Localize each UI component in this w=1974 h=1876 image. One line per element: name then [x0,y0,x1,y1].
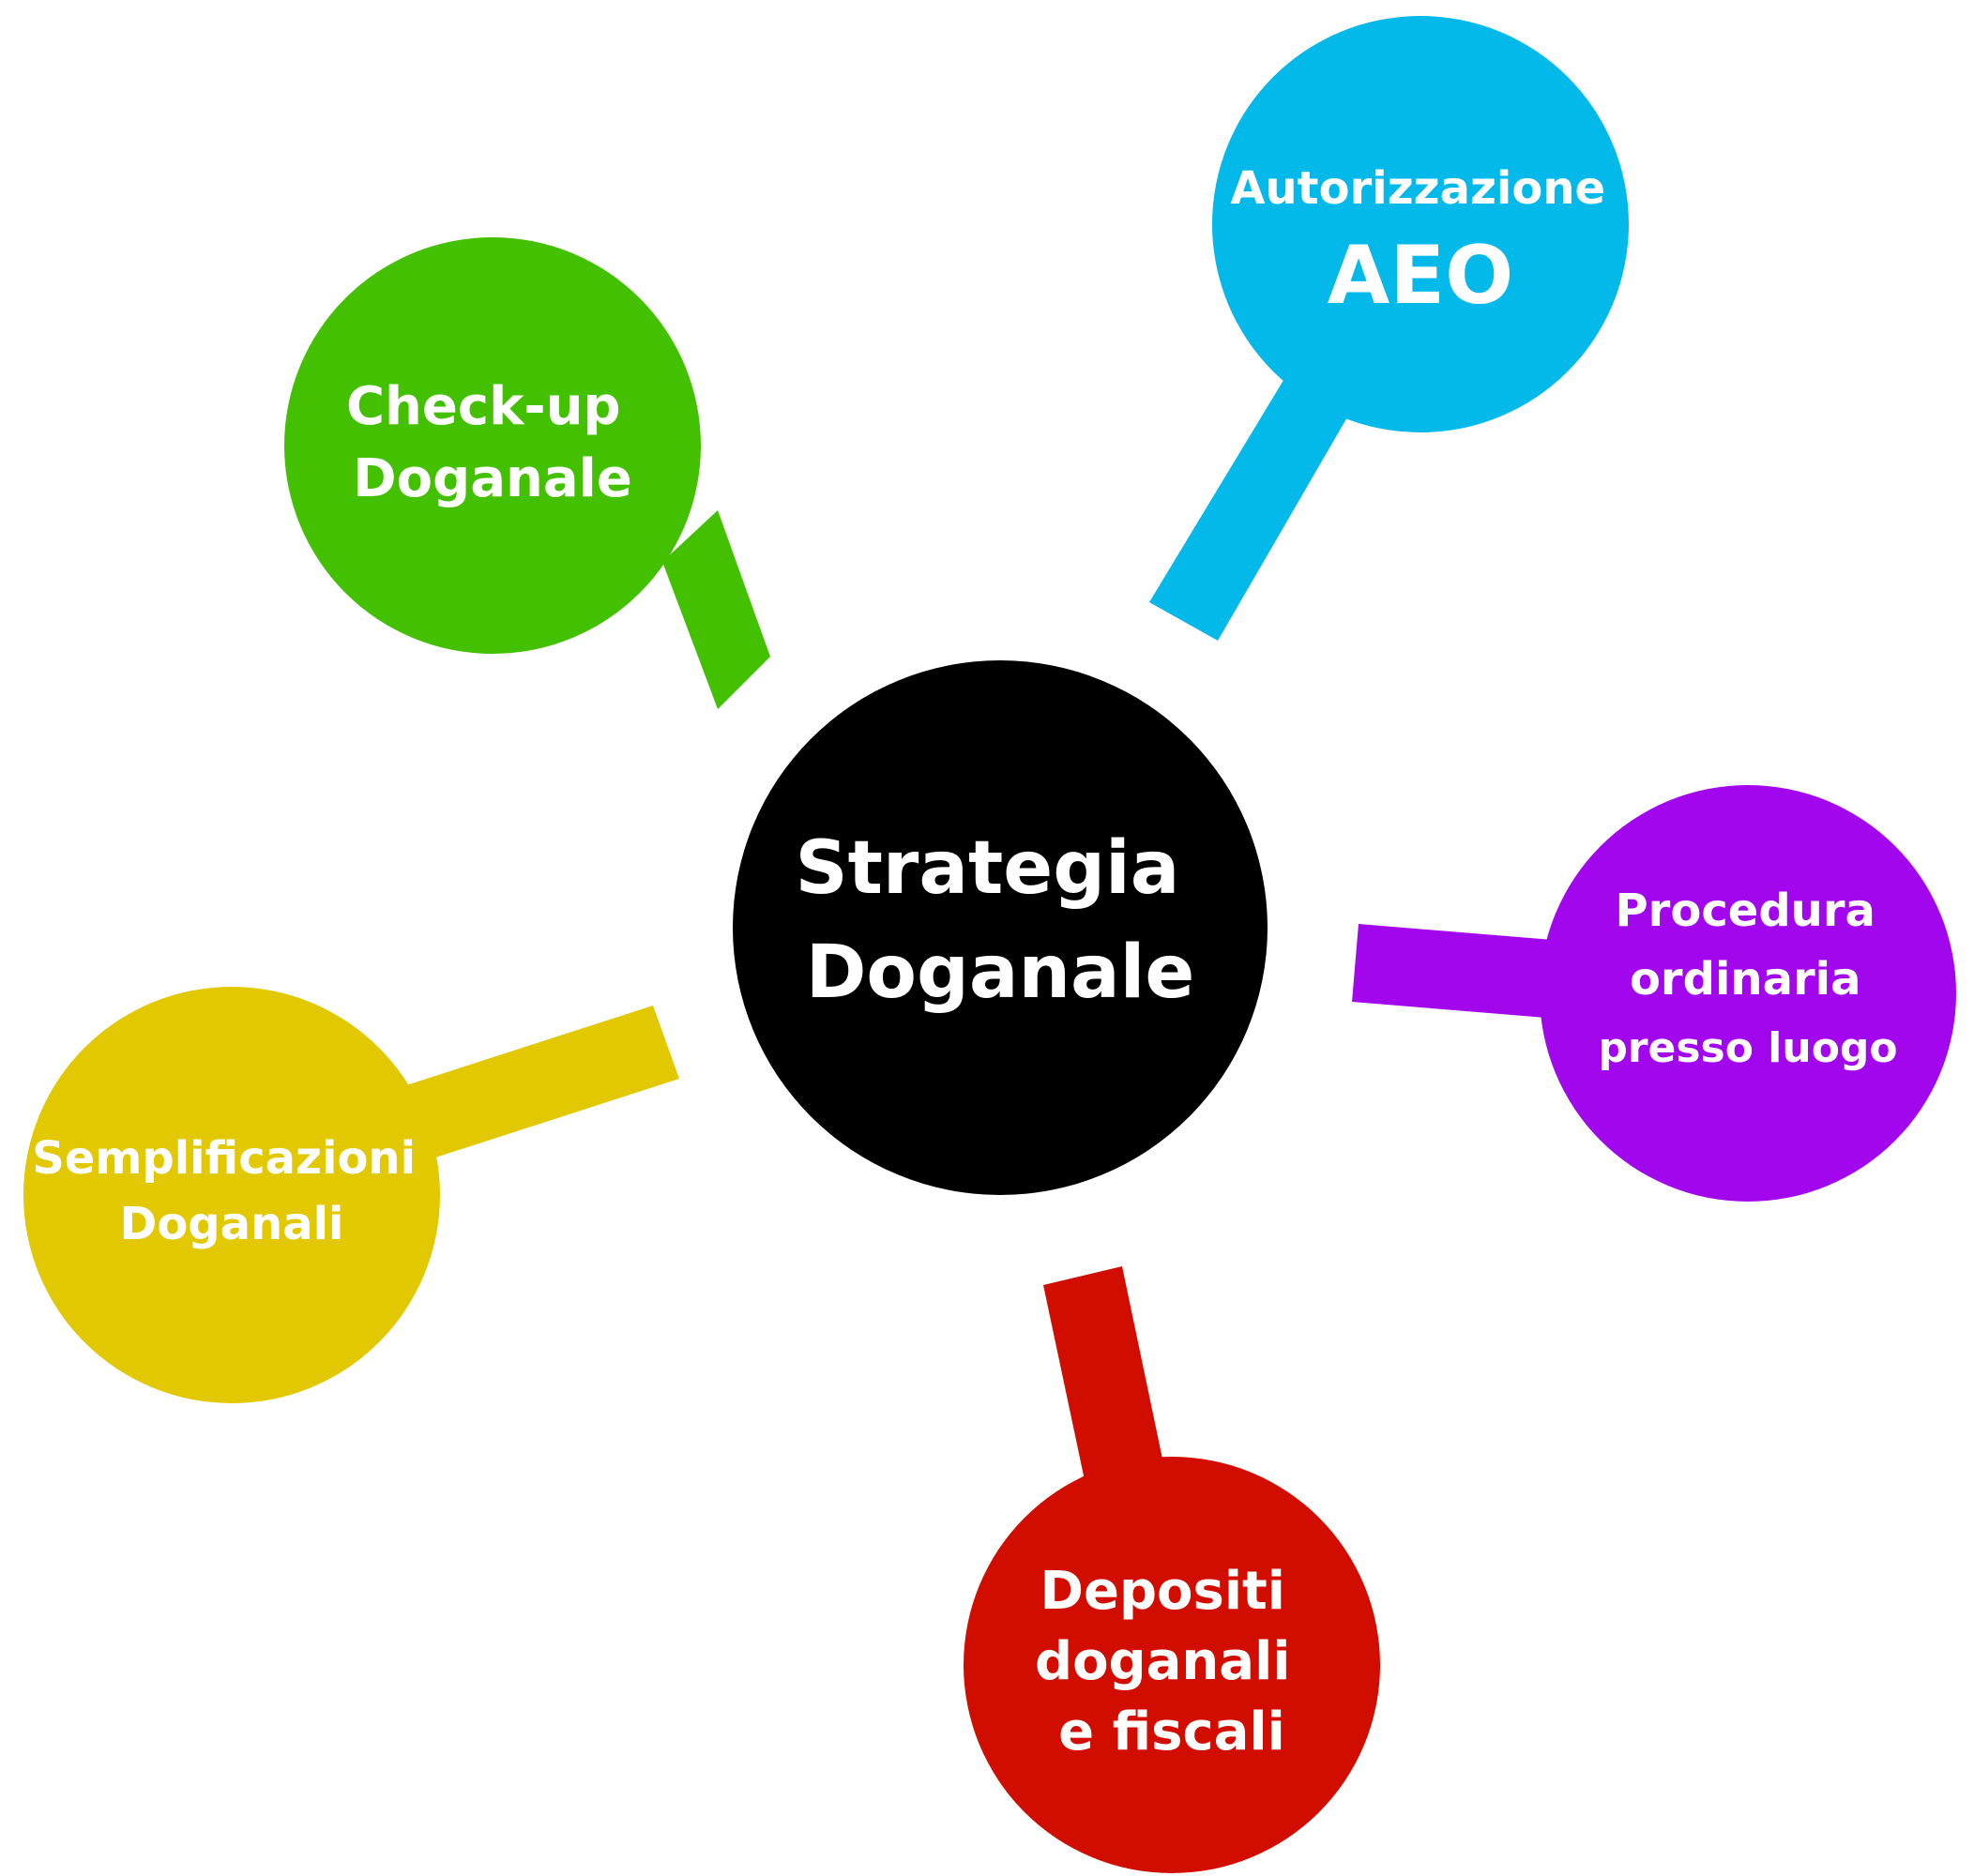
node-semplificazioni-circle [23,987,440,1403]
node-procedura: Procedura ordinaria presso luogo [1352,785,1956,1202]
node-depositi: Depositi doganali e fiscali [964,1266,1380,1873]
center-node: Strategia Doganale [733,660,1268,1195]
node-check-up-circle [284,237,701,654]
node-depositi-label: Depositi doganali e fiscali [1035,1561,1309,1763]
node-check-up: Check-up Doganale [284,237,770,709]
node-aeo: Autorizzazione AEO [1149,16,1629,641]
node-semplificazioni-connector [403,1006,679,1159]
node-aeo-connector [1149,377,1351,641]
node-procedura-connector [1352,924,1553,1018]
node-procedura-label: Procedura ordinaria presso luogo [1598,885,1897,1072]
node-aeo-circle [1212,16,1629,432]
node-check-up-connector [662,510,770,709]
node-semplificazioni: Semplificazioni Doganali [23,987,679,1403]
node-depositi-circle [964,1457,1380,1873]
node-procedura-circle [1540,785,1956,1202]
node-depositi-connector [1043,1266,1163,1480]
center-circle [733,660,1268,1195]
node-check-up-label: Check-up Doganale [346,376,639,509]
center-label: Strategia Doganale [795,826,1205,1015]
node-aeo-label: Autorizzazione AEO [1230,162,1610,323]
node-semplificazioni-label: Semplificazioni Doganali [32,1132,432,1250]
